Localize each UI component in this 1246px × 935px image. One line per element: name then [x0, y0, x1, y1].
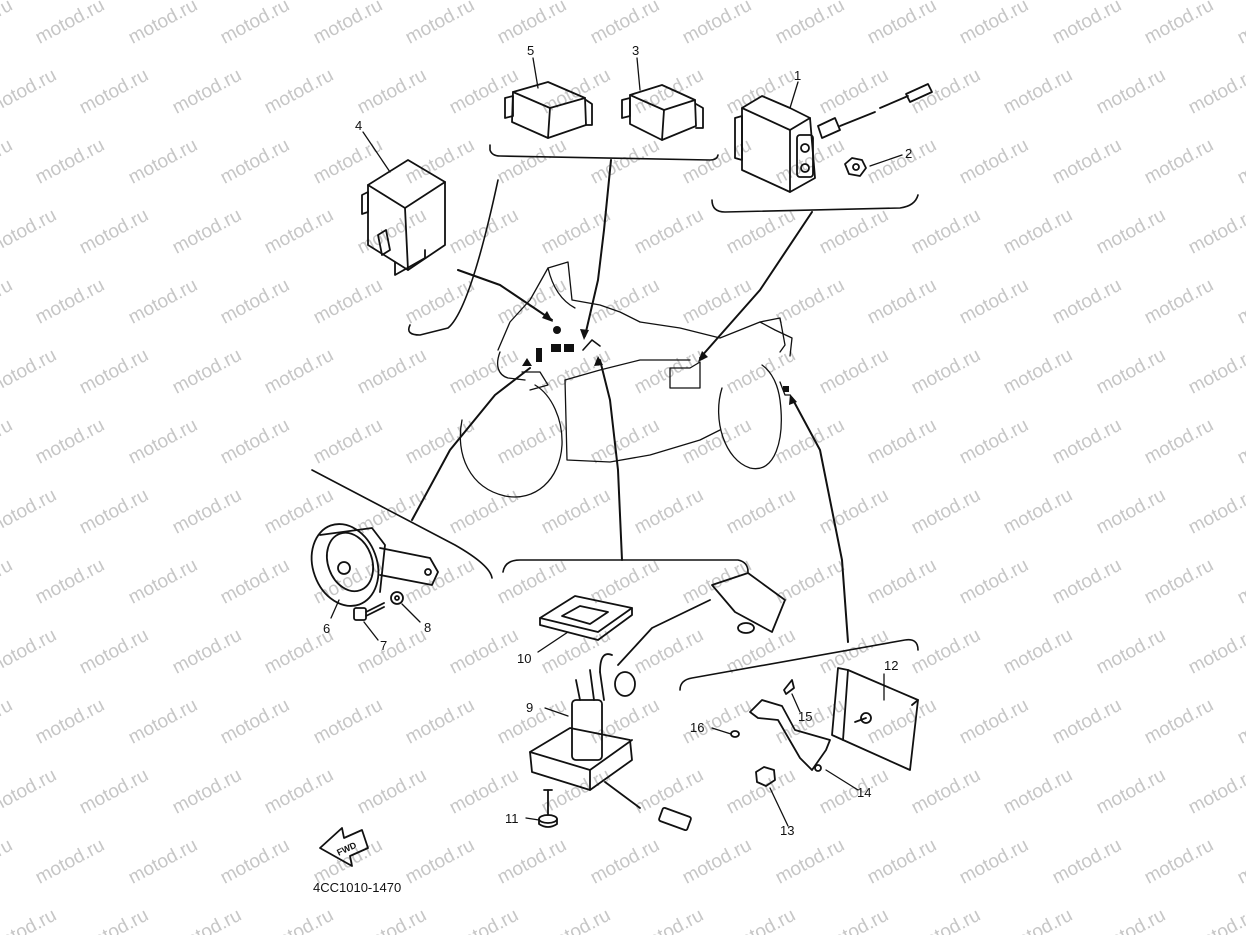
part-1-starter-relay: [734, 83, 933, 193]
part-16-washer: [730, 730, 740, 738]
group-brackets: [311, 144, 919, 691]
part-14-bracket: [749, 699, 831, 772]
callout-14: 14: [857, 785, 871, 800]
callout-5: 5: [527, 43, 534, 58]
part-13-nut: [755, 766, 776, 787]
callout-labels: 1 2 3 4 5 6 7 8 9 10 11 12 13 14 15 16: [323, 43, 912, 838]
part-5-relay: [504, 81, 593, 139]
callout-6: 6: [323, 621, 330, 636]
callout-3: 3: [632, 43, 639, 58]
callout-7: 7: [380, 638, 387, 653]
leader-license: [791, 397, 849, 643]
leader-lines: [411, 159, 849, 643]
part-4-flasher-relay: [361, 159, 446, 276]
part-6-horn: [310, 523, 439, 607]
callout-16: 16: [690, 720, 704, 735]
callout-4: 4: [355, 118, 362, 133]
part-15-bulb: [783, 679, 795, 695]
part-2-nut: [844, 157, 867, 177]
fwd-label: FWD: [335, 840, 358, 858]
part-11-screw: [538, 789, 558, 828]
part-9-fuel-sender: [529, 572, 786, 832]
callout-13: 13: [780, 823, 794, 838]
leader-fuel: [599, 359, 623, 561]
bike-connector-mark: [582, 339, 601, 351]
part-3-relay: [621, 84, 704, 141]
callout-9: 9: [526, 700, 533, 715]
callout-1: 1: [794, 68, 801, 83]
arrow-heads: [522, 311, 797, 405]
motorcycle-outline: [459, 261, 793, 498]
part-12-license-light: [831, 667, 919, 771]
part-8-washer: [390, 591, 404, 605]
part-10-gasket: [539, 595, 633, 641]
leader-parts35: [584, 159, 612, 337]
part-code: 4CC1010-1470: [313, 880, 401, 895]
bike-location-markers: [536, 326, 789, 392]
leader-part4: [457, 269, 553, 321]
callout-11: 11: [505, 811, 519, 826]
part-7-bolt: [353, 602, 385, 621]
callout-2: 2: [905, 146, 912, 161]
leader-parts12: [699, 211, 813, 359]
fwd-arrow-icon: FWD: [319, 827, 369, 867]
callout-15: 15: [798, 709, 812, 724]
callout-8: 8: [424, 620, 431, 635]
leader-horn: [411, 367, 531, 521]
callout-leaders: [330, 57, 903, 827]
callout-10: 10: [517, 651, 531, 666]
callout-12: 12: [884, 658, 898, 673]
